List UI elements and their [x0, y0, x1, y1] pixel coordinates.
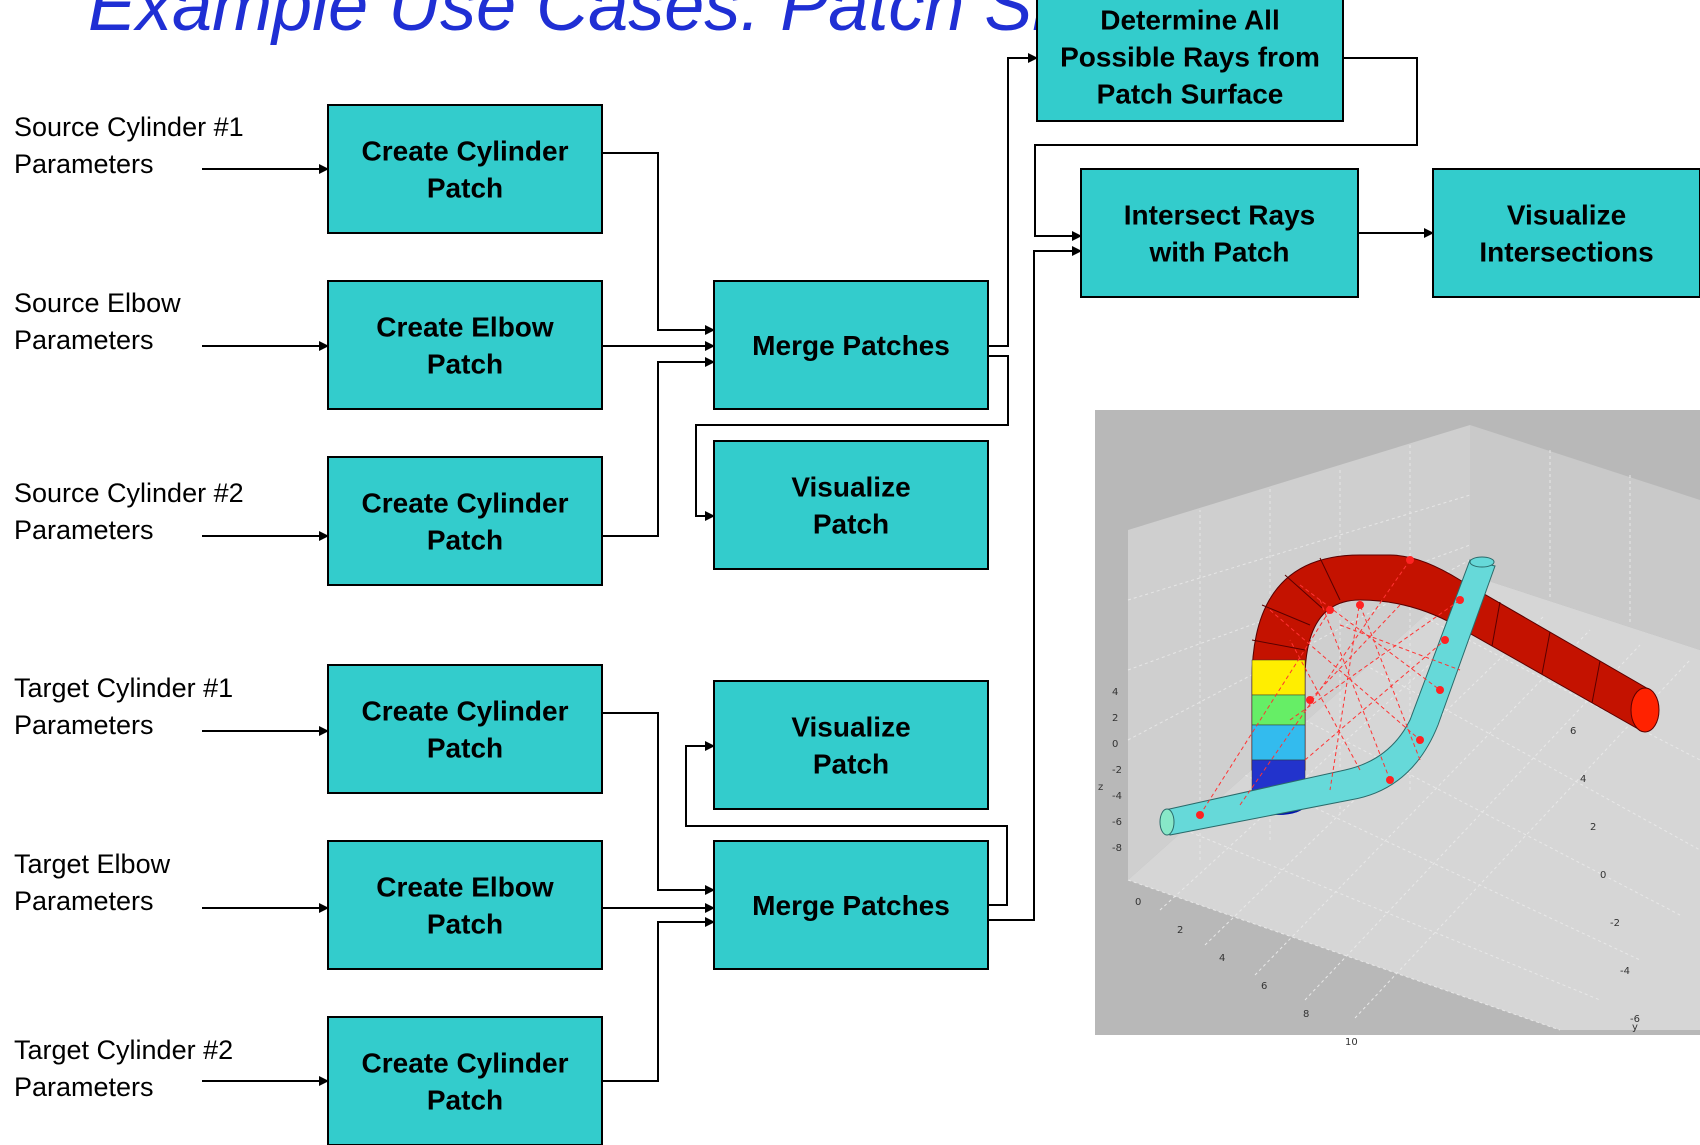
arrow-merge-tgt-intersect — [988, 246, 1082, 921]
x-tick-label: 0 — [1135, 897, 1141, 908]
x-tick-label: 8 — [1303, 1009, 1309, 1020]
svg-text:Merge Patches: Merge Patches — [752, 890, 950, 921]
arrow-src-cyl1-merge — [602, 152, 715, 335]
y-tick-label: -6 — [1630, 1014, 1640, 1025]
z-axis-label: z — [1098, 782, 1103, 793]
y-tick-label: 0 — [1600, 870, 1606, 881]
box-merge-tgt: Merge Patches — [713, 840, 989, 970]
arrow-src-cyl2-merge — [602, 357, 715, 537]
x-tick-label: 6 — [1261, 981, 1267, 992]
arrow-tgt-cyl2-merge — [602, 917, 715, 1082]
y-tick-label: 4 — [1580, 774, 1586, 785]
arrow-merge-determine — [988, 53, 1038, 347]
z-tick-label: -2 — [1112, 765, 1122, 776]
intersection-points — [1196, 556, 1464, 819]
plot-back-wall-right — [1470, 425, 1700, 650]
x-tick-label: 2 — [1177, 925, 1183, 936]
ray-lines — [1199, 559, 1461, 816]
z-tick-label: 2 — [1112, 713, 1118, 724]
box-merge-src: Merge Patches — [713, 280, 989, 410]
z-tick-label: -4 — [1112, 791, 1122, 802]
arrow-merge-visualize-src — [695, 355, 1009, 521]
y-axis-label: y — [1632, 1022, 1638, 1033]
red-pipe-end — [1630, 687, 1660, 733]
cyan-thin-pipe — [1164, 559, 1496, 836]
z-tick-label: -6 — [1112, 817, 1122, 828]
y-tick-label: 2 — [1590, 822, 1596, 833]
pipe-intersection-plot: 4 2 0 -2 -4 -6 -8 z 0 2 4 6 8 10 -6 -4 -2 0 2 4 6 y — [1095, 410, 1700, 1048]
connectors — [202, 53, 1434, 1086]
x-tick-label: 4 — [1219, 953, 1225, 964]
z-tick-label: 4 — [1112, 687, 1118, 698]
z-tick-label: 0 — [1112, 739, 1118, 750]
y-tick-label: -2 — [1610, 918, 1620, 929]
arrow-determine-intersect — [1034, 57, 1418, 241]
y-tick-label: -4 — [1620, 966, 1630, 977]
x-tick-label: 10 — [1345, 1037, 1358, 1048]
svg-text:Merge Patches: Merge Patches — [752, 330, 950, 361]
arrow-merge-visualize-tgt — [685, 741, 1008, 906]
y-tick-label: 6 — [1570, 726, 1576, 737]
arrow-tgt-cyl1-merge — [602, 712, 715, 895]
z-tick-label: -8 — [1112, 843, 1122, 854]
